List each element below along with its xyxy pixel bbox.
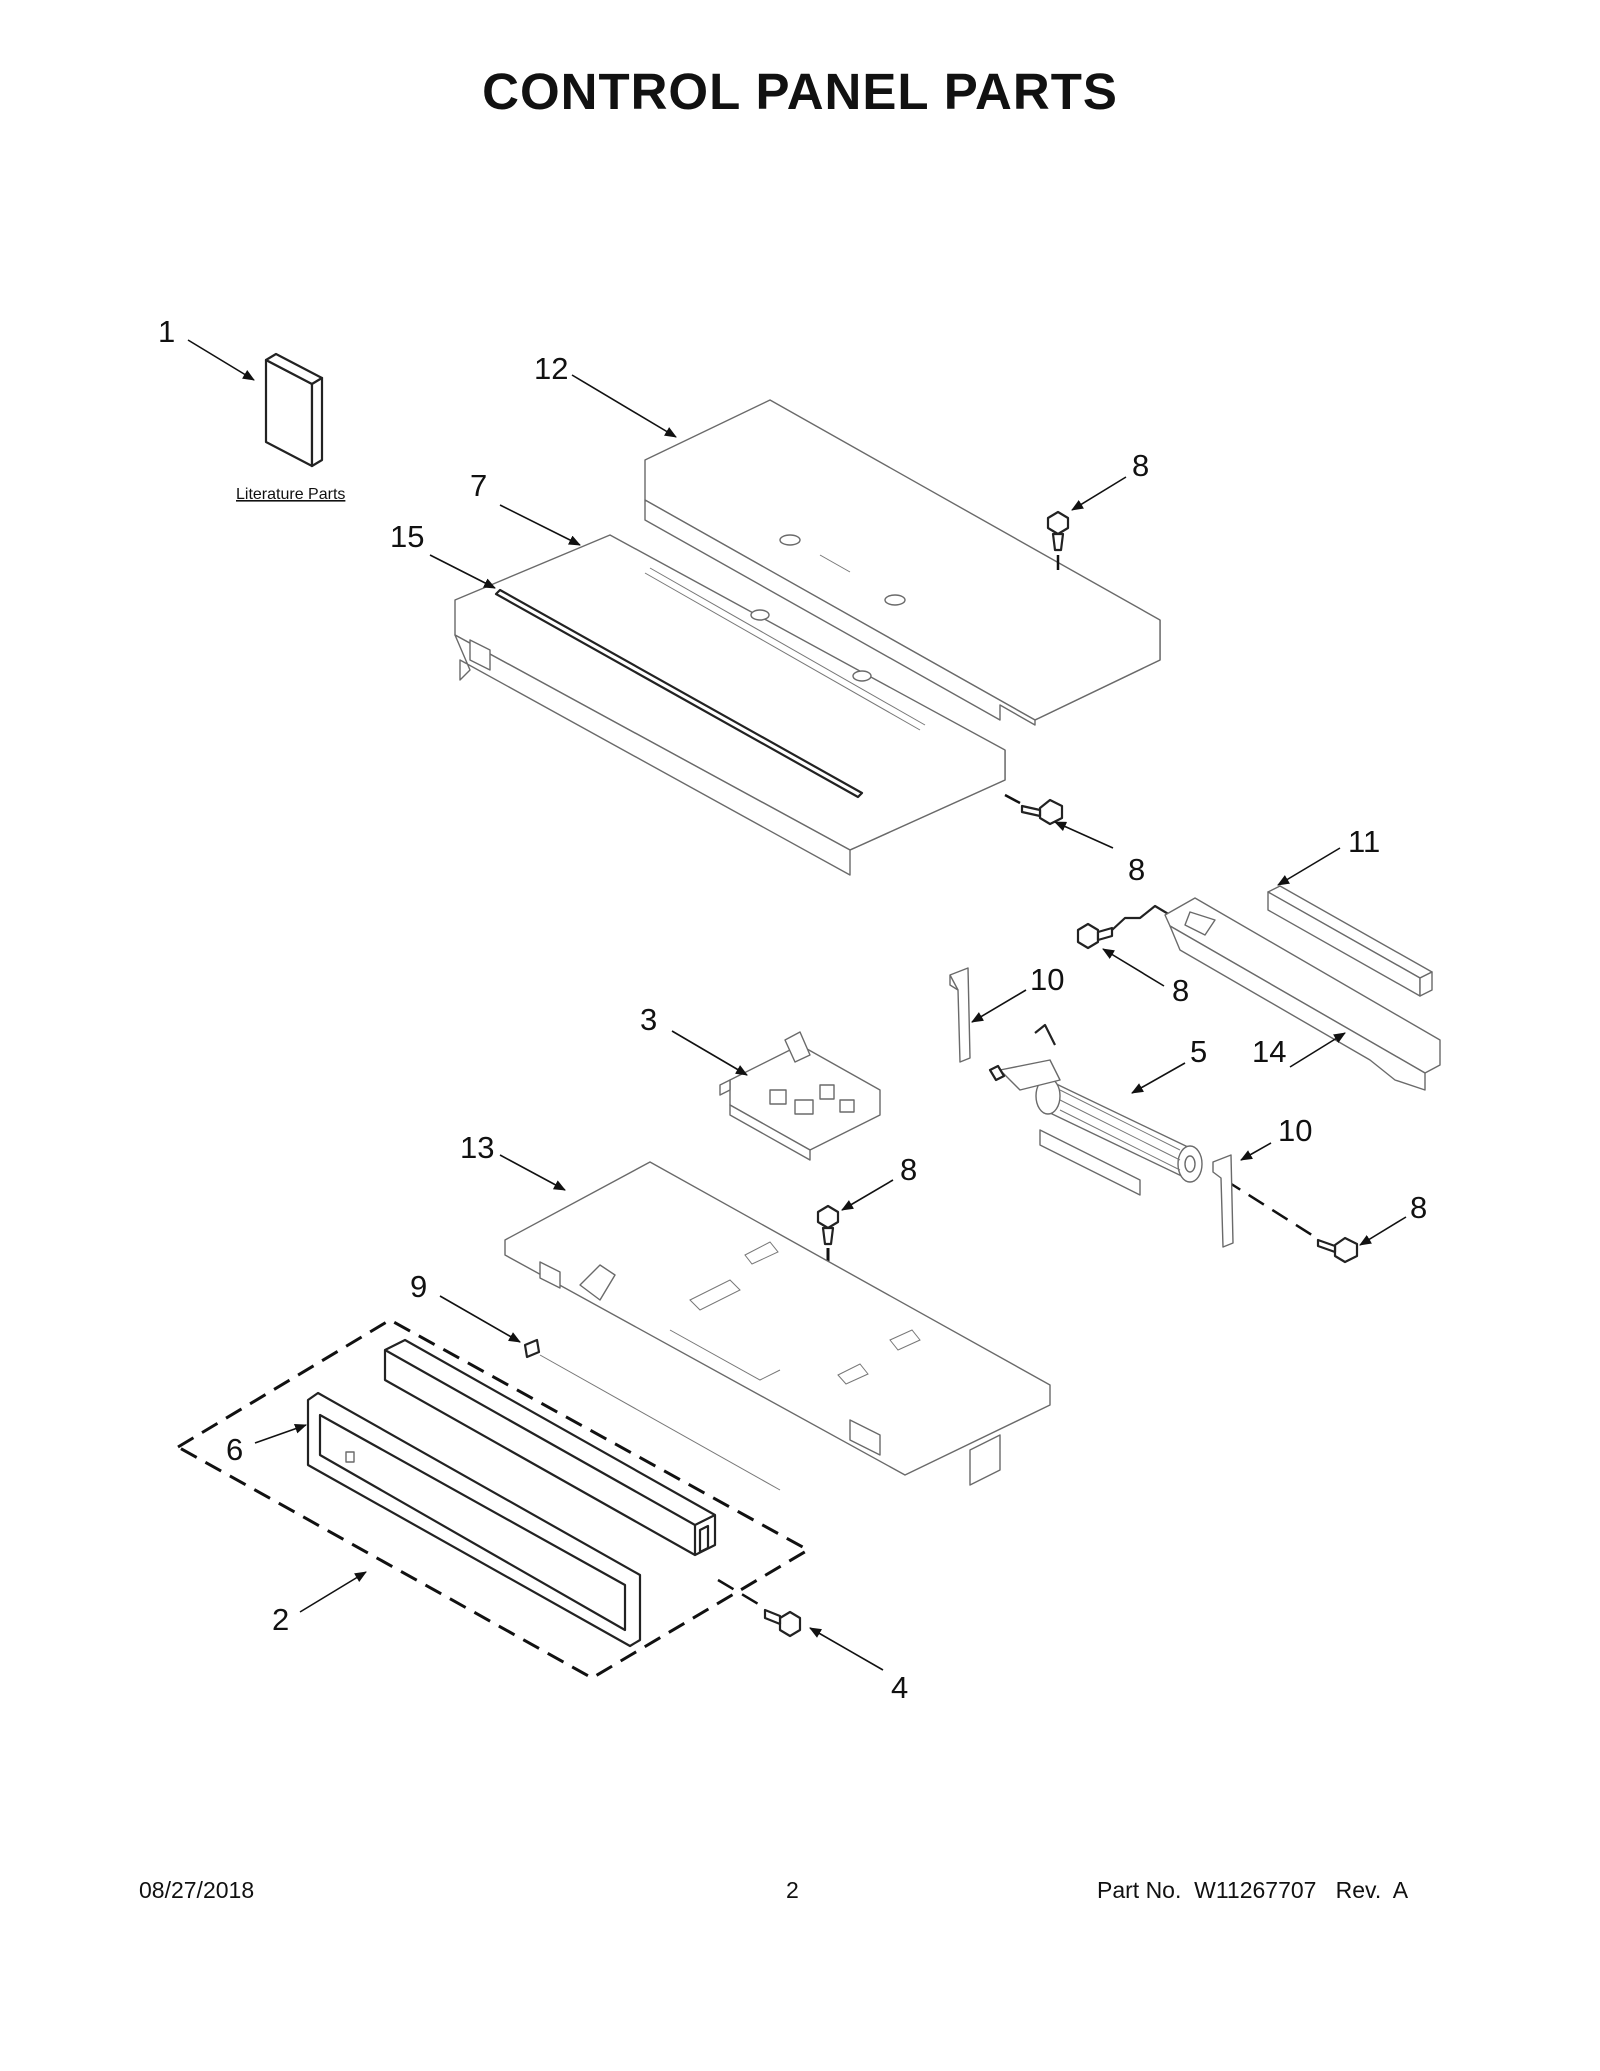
control-mounting-plate[interactable] xyxy=(504,1161,1051,1486)
callout-13: 13 xyxy=(460,1130,494,1165)
bezel-screw[interactable] xyxy=(717,1578,802,1638)
fan-bracket-right[interactable] xyxy=(1212,1154,1234,1248)
callout-5: 5 xyxy=(1190,1034,1207,1069)
screw-fan-bracket[interactable] xyxy=(1224,1178,1359,1264)
page-title: CONTROL PANEL PARTS xyxy=(482,63,1118,120)
clip[interactable] xyxy=(523,1338,781,1491)
callout-3: 3 xyxy=(640,1002,657,1037)
callout-14: 14 xyxy=(1252,1034,1286,1069)
electronic-control-board[interactable] xyxy=(719,1031,881,1161)
callout-12: 12 xyxy=(534,351,568,386)
footer-date: 08/27/2018 xyxy=(139,1877,255,1903)
literature-parts-book[interactable] xyxy=(264,352,324,468)
foam-strip[interactable] xyxy=(1267,885,1433,997)
gasket-strip[interactable] xyxy=(494,588,864,799)
callout-2: 2 xyxy=(272,1602,289,1637)
mounting-bracket[interactable] xyxy=(1164,897,1441,1091)
leader-lines xyxy=(187,339,1407,1671)
callout-8-housing: 8 xyxy=(1128,852,1145,887)
callout-8-bracket: 8 xyxy=(1172,973,1189,1008)
callout-4: 4 xyxy=(891,1670,908,1705)
control-glass-panel[interactable] xyxy=(383,1338,717,1557)
control-panel-cover-upper[interactable] xyxy=(644,399,1161,726)
callout-10-right: 10 xyxy=(1278,1113,1312,1148)
assembly-boundary xyxy=(175,1318,812,1680)
cooling-fan[interactable] xyxy=(988,1023,1203,1196)
screw-bracket[interactable] xyxy=(1076,904,1171,950)
callout-6: 6 xyxy=(226,1432,243,1467)
control-bezel-frame[interactable] xyxy=(306,1391,642,1648)
callout-10-left: 10 xyxy=(1030,962,1064,997)
fan-bracket-left[interactable] xyxy=(949,967,971,1063)
callout-1: 1 xyxy=(158,314,175,349)
callout-15: 15 xyxy=(390,519,424,554)
footer-page-number: 2 xyxy=(786,1877,799,1903)
callout-8-board: 8 xyxy=(900,1152,917,1187)
literature-parts-label[interactable]: Literature Parts xyxy=(236,486,345,503)
footer-part-number: Part No. W11267707 Rev. A xyxy=(1097,1877,1409,1903)
callout-7: 7 xyxy=(470,468,487,503)
callout-8-top: 8 xyxy=(1132,448,1149,483)
screw-top[interactable] xyxy=(1046,510,1070,570)
callout-8-fan: 8 xyxy=(1410,1190,1427,1225)
screw-housing[interactable] xyxy=(1004,793,1064,826)
callout-11: 11 xyxy=(1348,824,1380,859)
control-panel-housing[interactable] xyxy=(454,534,1006,876)
callout-9: 9 xyxy=(410,1269,427,1304)
